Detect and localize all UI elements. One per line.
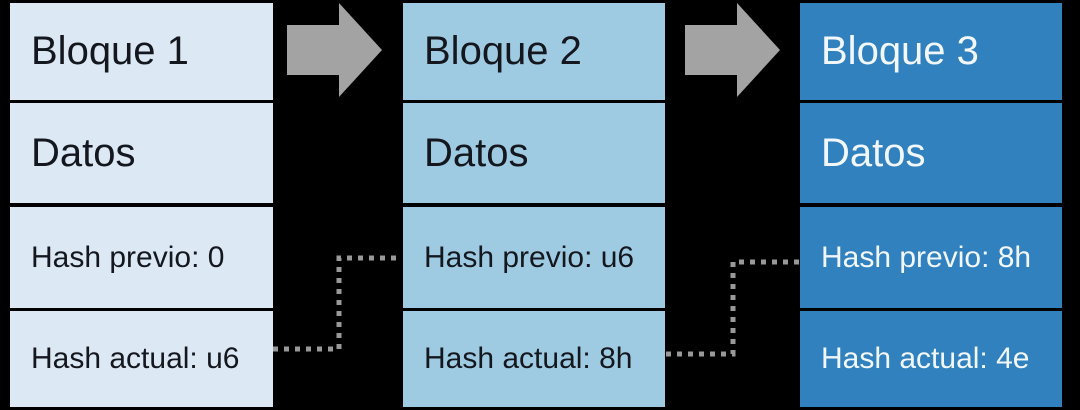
block-3-title-label: Bloque 3 (821, 29, 979, 73)
block-bloque-1: Bloque 1 Datos Hash previo: 0 Hash actua… (10, 3, 273, 407)
arrow-right-shape (287, 3, 382, 97)
arrow-right-icon (685, 3, 780, 97)
block-3-data-row: Datos (800, 103, 1062, 203)
block-2-title: Bloque 2 (403, 3, 665, 100)
block-1-title: Bloque 1 (10, 3, 273, 100)
block-1-data-label: Datos (31, 130, 136, 175)
block-3-hash-prev-label: Hash previo: 8h (821, 240, 1032, 274)
block-2-title-label: Bloque 2 (424, 29, 582, 73)
block-bloque-3: Bloque 3 Datos Hash previo: 8h Hash actu… (800, 3, 1062, 407)
block-1-hash-prev-row: Hash previo: 0 (10, 207, 273, 308)
block-1-title-label: Bloque 1 (31, 29, 189, 73)
block-2-hash-prev-row: Hash previo: u6 (403, 207, 665, 308)
block-2-data-label: Datos (424, 130, 529, 175)
block-3-hash-curr-label: Hash actual: 4e (821, 342, 1030, 375)
block-1-hash-prev-label: Hash previo: 0 (31, 240, 225, 274)
block-3-hash-prev-row: Hash previo: 8h (800, 207, 1062, 308)
arrow-right-icon (287, 3, 382, 97)
block-3-title: Bloque 3 (800, 3, 1062, 100)
block-2-hash-curr-label: Hash actual: 8h (424, 342, 633, 375)
arrow-right-shape (685, 3, 780, 97)
block-1-hash-curr-label: Hash actual: u6 (31, 342, 240, 375)
block-3-data-label: Datos (821, 130, 926, 175)
connector-hash1-to-block2 (273, 255, 402, 352)
connector-hash2-to-block3 (666, 259, 799, 357)
block-1-hash-curr-row: Hash actual: u6 (10, 311, 273, 407)
block-2-data-row: Datos (403, 103, 665, 203)
block-2-hash-curr-row: Hash actual: 8h (403, 311, 665, 407)
block-1-data-row: Datos (10, 103, 273, 203)
block-3-hash-curr-row: Hash actual: 4e (800, 311, 1062, 407)
block-2-hash-prev-label: Hash previo: u6 (424, 240, 635, 274)
block-bloque-2: Bloque 2 Datos Hash previo: u6 Hash actu… (403, 3, 665, 407)
